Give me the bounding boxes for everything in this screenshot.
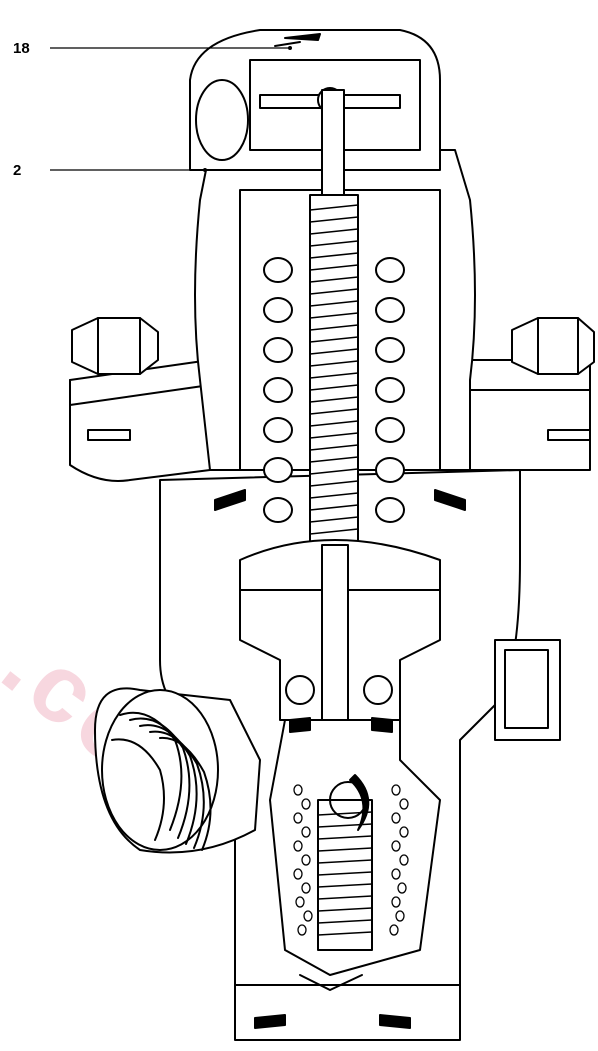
- check-spring: [317, 811, 373, 936]
- arrow-marking: [274, 33, 321, 47]
- callout-label-2: 2: [13, 162, 22, 179]
- main-spring-right: [375, 257, 405, 523]
- main-spring-left: [263, 257, 293, 523]
- strainer-cartridge: [269, 717, 441, 976]
- right-bolt: [511, 317, 595, 441]
- flange: [69, 317, 595, 482]
- left-bolt: [71, 317, 159, 441]
- callout-label-18: 18: [13, 40, 30, 57]
- strainer-mesh-right: [389, 784, 409, 936]
- adjusting-spindle: [321, 89, 345, 201]
- strainer-mesh-left: [293, 784, 313, 936]
- inlet-threads: [111, 711, 212, 851]
- check-ball: [349, 774, 370, 831]
- threaded-rod-threads: [309, 204, 359, 535]
- adjustment-cap: [189, 29, 441, 171]
- bottom-plug: [234, 974, 461, 1041]
